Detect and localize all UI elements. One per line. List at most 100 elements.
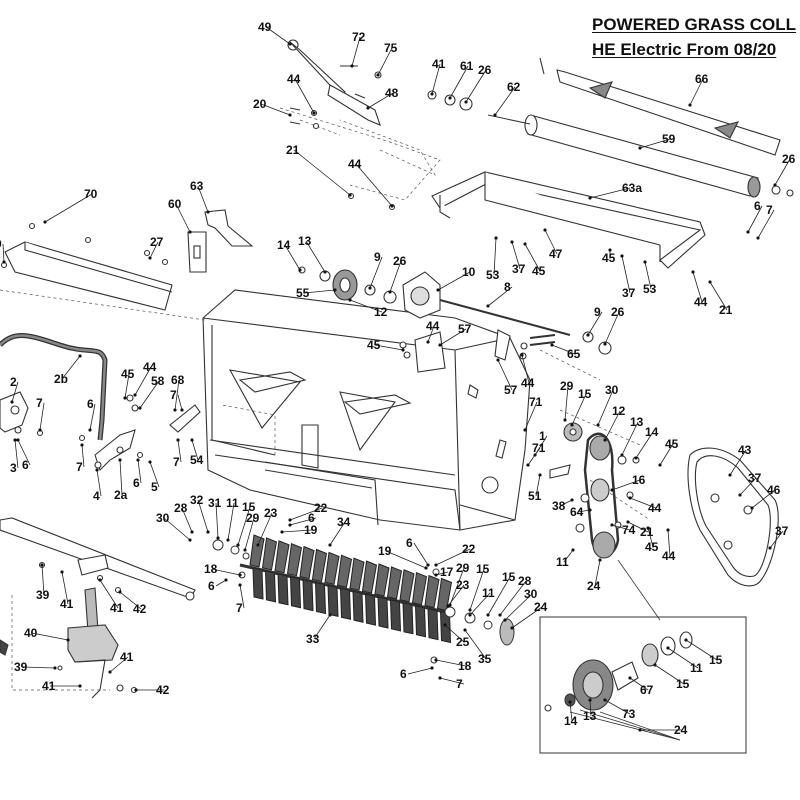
callout-c7e: 7 xyxy=(173,455,180,469)
side-plates xyxy=(0,209,254,311)
leader-line-c6h xyxy=(407,666,434,675)
leader-line-c54 xyxy=(190,438,199,461)
callout-c23a: 23 xyxy=(264,506,278,520)
leader-line-c67 xyxy=(628,676,649,691)
leader-line-c44b xyxy=(355,163,394,208)
callout-c13a: 13 xyxy=(298,234,312,248)
leader-line-c7g xyxy=(438,676,465,685)
leader-line-c7a xyxy=(756,209,775,240)
electric-motor xyxy=(0,587,138,699)
leader-line-c71a xyxy=(523,401,538,432)
callout-c35: 35 xyxy=(478,652,492,666)
leader-line-c47 xyxy=(543,228,558,255)
leader-line-c44e xyxy=(133,366,152,397)
leader-line-c45f xyxy=(646,526,654,548)
leader-line-c44h xyxy=(666,528,671,557)
leader-line-c73 xyxy=(603,698,631,715)
callout-c22a: 22 xyxy=(314,501,328,515)
callout-c6b: 6 xyxy=(87,397,94,411)
collector-hood xyxy=(202,289,531,531)
leader-line-c70 xyxy=(43,193,93,224)
callout-c24a: 24 xyxy=(587,579,601,593)
callout-c14b: 14 xyxy=(645,425,659,439)
callout-c42a: 42 xyxy=(133,602,147,616)
brush-paddle xyxy=(336,554,353,588)
callout-c6a: 6 xyxy=(754,199,761,213)
brush-paddle xyxy=(289,576,302,609)
leader-line-c37a xyxy=(510,240,521,270)
callout-c21c: 21 xyxy=(640,525,654,539)
handle-assembly xyxy=(0,333,201,472)
leader-line-c41c xyxy=(98,578,119,609)
leader-line-c75 xyxy=(376,47,393,77)
leader-line-c44f xyxy=(520,353,530,384)
callout-c5: 5 xyxy=(151,480,158,494)
brush-paddle xyxy=(314,581,327,615)
brush-paddle xyxy=(249,534,265,568)
callout-c71b: 71 xyxy=(532,441,546,455)
callout-c68: 68 xyxy=(171,373,185,387)
leader-line-c53a xyxy=(493,236,498,276)
leader-line-c68 xyxy=(173,379,180,412)
callout-c19b: 19 xyxy=(378,544,392,558)
leader-line-c7b xyxy=(177,394,184,412)
callout-c6d: 6 xyxy=(133,476,140,490)
leader-line-c55 xyxy=(303,288,337,294)
callout-c16: 16 xyxy=(632,473,646,487)
callout-c44h: 44 xyxy=(662,549,676,563)
brush-paddle xyxy=(424,574,440,609)
callout-c7c: 7 xyxy=(36,396,43,410)
callout-c29a: 29 xyxy=(560,379,574,393)
leader-line-c39b xyxy=(21,666,57,670)
leader-line-c41a xyxy=(430,63,441,96)
leader-line-c41b xyxy=(60,570,69,605)
callout-c22b: 22 xyxy=(462,542,476,556)
leader-line-c63 xyxy=(197,185,210,214)
callout-c39b: 39 xyxy=(14,660,28,674)
leader-line-c43 xyxy=(728,449,747,477)
callout-c44c: 44 xyxy=(694,295,708,309)
callout-c27: 27 xyxy=(150,235,164,249)
leader-line-c28a xyxy=(181,507,194,534)
leader-line-c30c xyxy=(503,593,533,622)
brush-paddle xyxy=(339,587,352,620)
callout-c53b: 53 xyxy=(643,282,657,296)
callout-c41d: 41 xyxy=(120,650,134,664)
leader-line-c14c xyxy=(568,700,573,722)
brush-paddle xyxy=(299,545,315,580)
brush-paddle xyxy=(274,540,290,574)
leader-line-c26a xyxy=(464,69,487,104)
leader-line-c3 xyxy=(13,438,19,469)
callout-c7g: 7 xyxy=(456,677,463,691)
leader-line-c6b xyxy=(88,403,96,432)
callout-c33: 33 xyxy=(306,632,320,646)
leader-line-c63a xyxy=(588,187,631,200)
axle-arm xyxy=(0,517,196,601)
callout-c14c: 14 xyxy=(564,714,578,728)
callout-c17: 17 xyxy=(440,565,454,579)
leader-line-c44a xyxy=(294,78,316,115)
brush-paddle xyxy=(386,566,403,600)
callout-c30c: 30 xyxy=(524,587,538,601)
leader-line-c72 xyxy=(350,36,361,68)
brush-paddle xyxy=(436,577,453,612)
leader-line-c39a xyxy=(40,563,45,596)
callout-c11a: 11 xyxy=(226,496,239,510)
callout-c7d: 7 xyxy=(76,460,83,474)
leader-line-c15c xyxy=(468,568,485,612)
leader-line-c41d xyxy=(108,656,129,674)
callout-c46: 46 xyxy=(767,483,781,497)
callout-c19a: 19 xyxy=(304,523,318,537)
leader-line-c11a xyxy=(226,502,235,542)
leader-line-c11c xyxy=(468,592,491,617)
leader-line-c20 xyxy=(260,103,292,117)
leader-line-c17 xyxy=(434,571,449,577)
callout-c26d: 26 xyxy=(611,305,625,319)
brush-paddle xyxy=(302,578,314,612)
leader-line-c18b xyxy=(434,658,467,667)
leader-line-c23b xyxy=(446,584,465,608)
callout-c37c: 37 xyxy=(748,471,762,485)
brush-paddle xyxy=(361,560,378,594)
leader-line-c64 xyxy=(577,508,592,513)
callout-c51: 51 xyxy=(528,489,542,503)
